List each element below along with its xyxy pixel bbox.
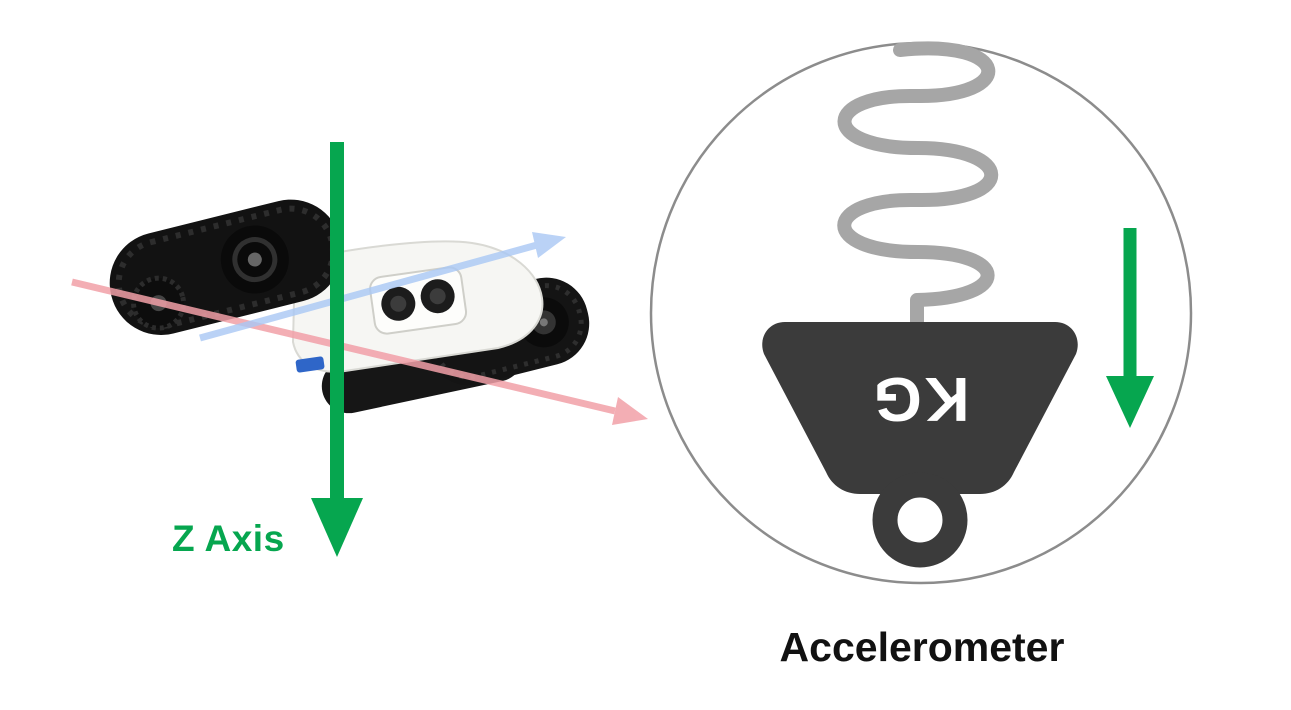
- robot-illustration: [109, 199, 590, 414]
- kg-label: KG: [871, 364, 970, 433]
- weight-ring: [872, 472, 968, 568]
- gravity-arrow: [1106, 228, 1154, 428]
- accelerometer-illustration: KG: [649, 41, 1193, 585]
- robot-blue-part: [295, 356, 325, 373]
- weight-illustration: KG: [762, 322, 1078, 568]
- accelerometer-caption: Accelerometer: [779, 624, 1065, 670]
- z-axis-arrow: [311, 142, 363, 557]
- y-axis-arrow: [199, 232, 566, 342]
- spring-illustration: [837, 41, 999, 331]
- weight-body: [762, 322, 1078, 494]
- z-axis-label: Z Axis: [172, 518, 285, 559]
